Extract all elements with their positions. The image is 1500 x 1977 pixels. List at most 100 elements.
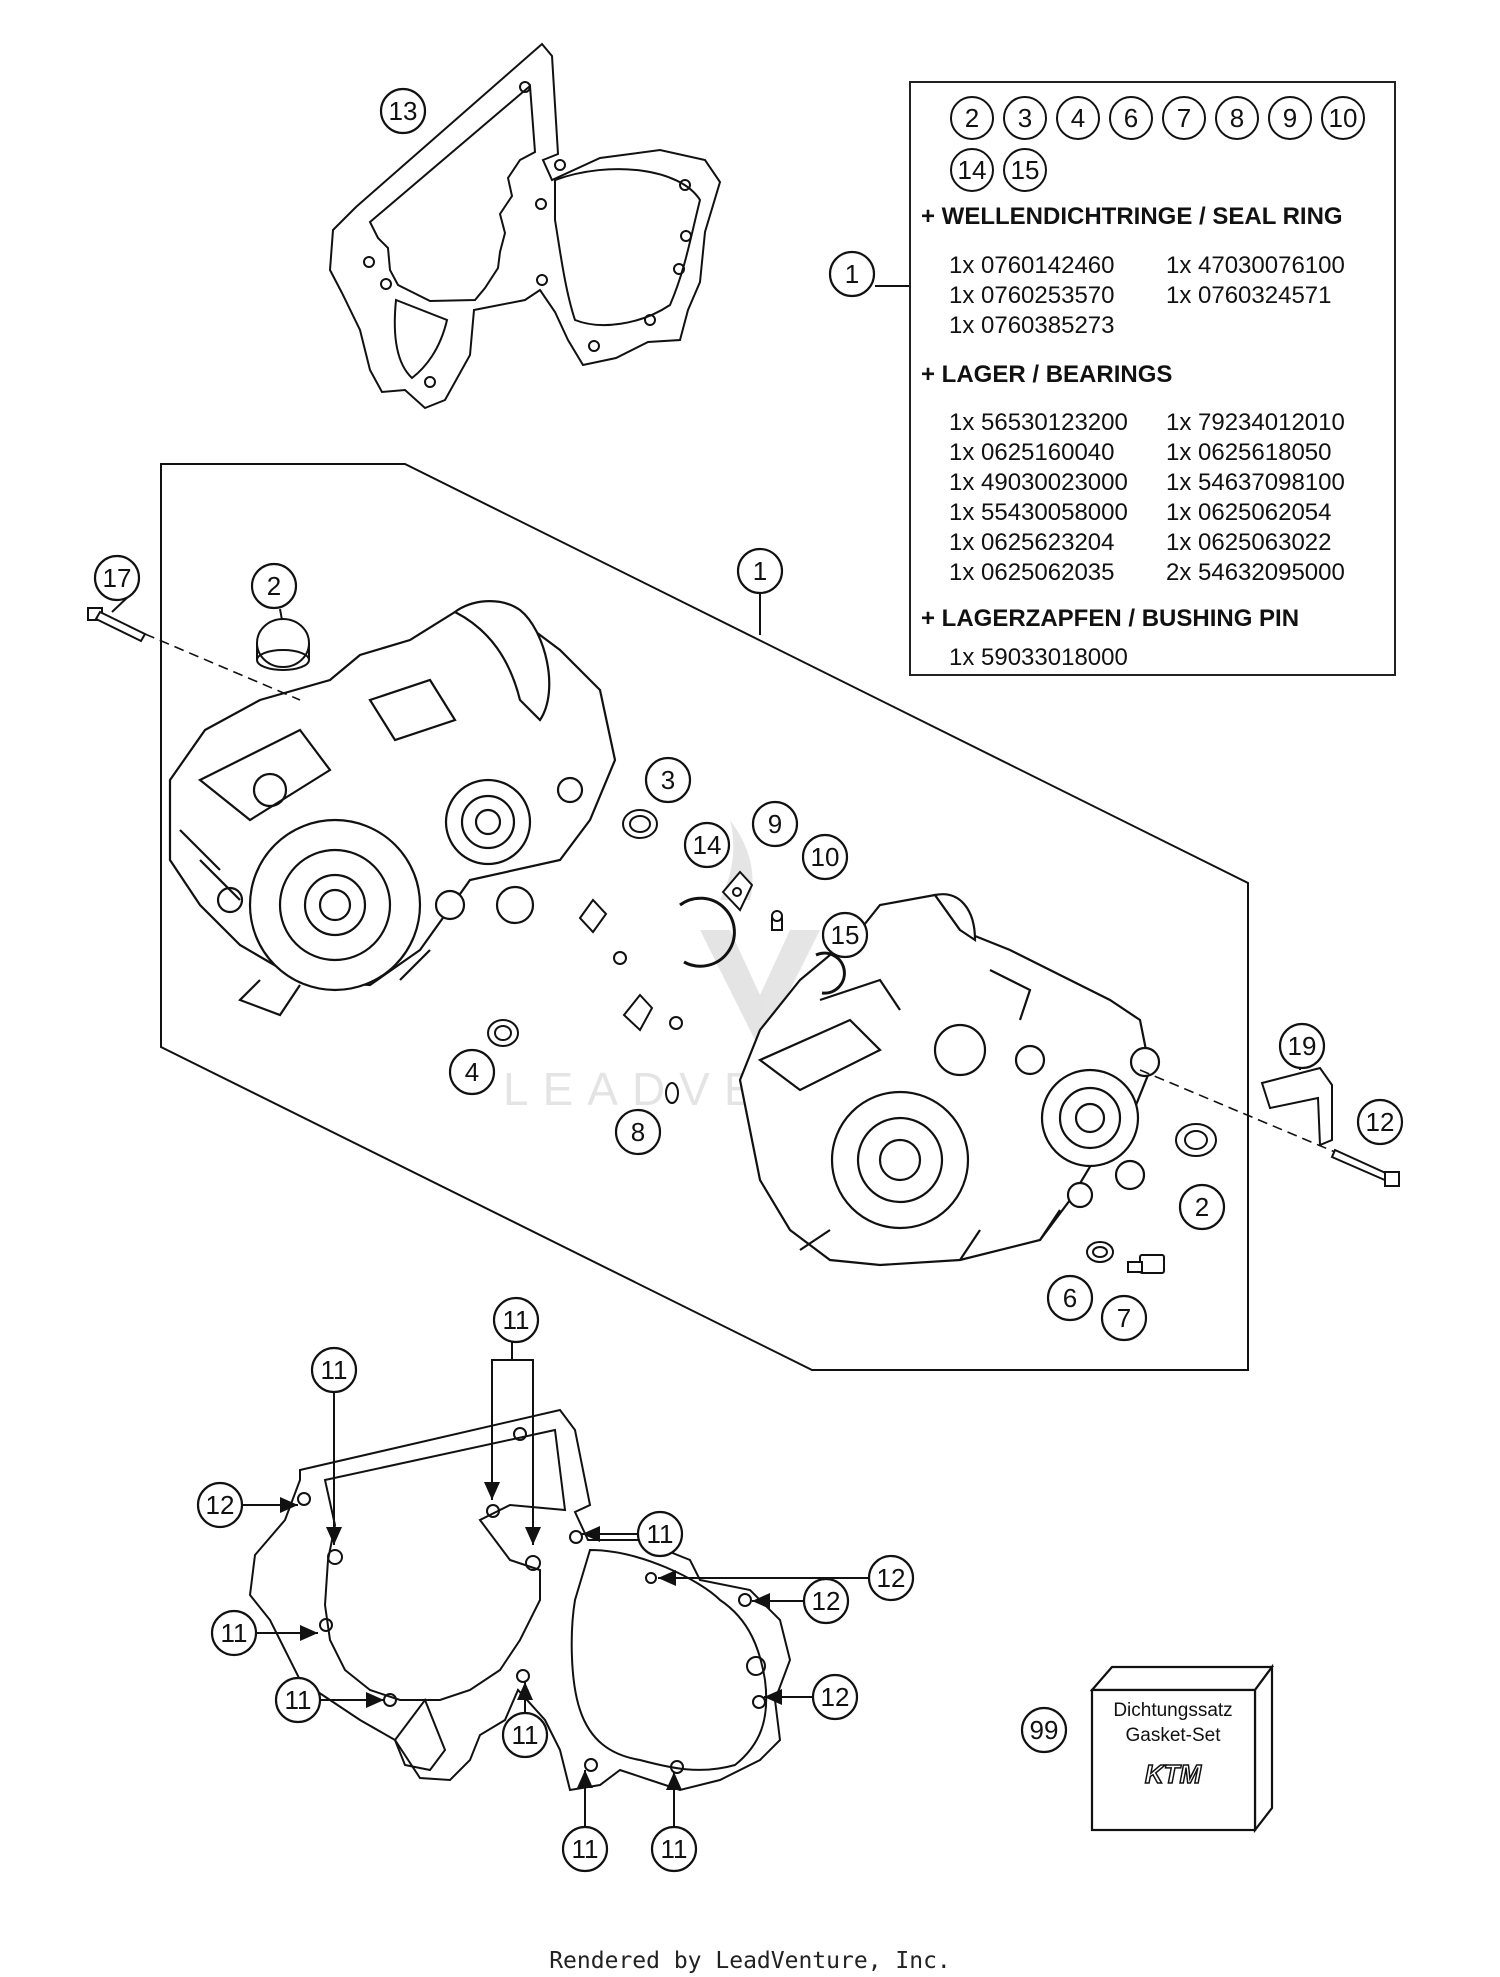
svg-text:14: 14 xyxy=(693,830,722,860)
label-17: 17 xyxy=(93,554,141,602)
ref-badge-circle xyxy=(1003,148,1047,192)
cylinder-base-gasket-13 xyxy=(328,42,722,410)
label-11-bottom-1: 11 xyxy=(561,1825,609,1873)
label-7: 7 xyxy=(1100,1294,1148,1342)
svg-text:10: 10 xyxy=(811,842,840,872)
label-11-upper-left: 11 xyxy=(310,1346,358,1394)
svg-text:99: 99 xyxy=(1030,1715,1059,1745)
label-11-right-top: 11 xyxy=(636,1510,684,1558)
reference-arrows xyxy=(243,1342,868,1826)
svg-text:11: 11 xyxy=(221,1618,248,1648)
label-4: 4 xyxy=(448,1048,496,1096)
seal-row: 1x 0760385273 xyxy=(949,312,1115,339)
svg-text:6: 6 xyxy=(1063,1283,1077,1313)
svg-text:12: 12 xyxy=(1366,1107,1395,1137)
svg-text:12: 12 xyxy=(206,1490,235,1520)
ref-badge: 9 xyxy=(1268,96,1312,140)
bushing-pin-header: + LAGERZAPFEN / BUSHING PIN xyxy=(921,605,1300,632)
svg-text:11: 11 xyxy=(503,1305,530,1335)
ref-badge-number: 14 xyxy=(958,155,987,185)
label-9: 9 xyxy=(751,800,799,848)
ref-badge-number: 7 xyxy=(1177,103,1191,133)
svg-text:17: 17 xyxy=(103,563,132,593)
ref-badge-circle xyxy=(1056,96,1100,140)
label-2-left: 2 xyxy=(250,562,298,610)
ref-badge-circle xyxy=(1109,96,1153,140)
label-12-right-1: 12 xyxy=(867,1554,915,1602)
ref-badge-circle xyxy=(1162,96,1206,140)
svg-text:19: 19 xyxy=(1288,1031,1317,1061)
render-credit: Rendered by LeadVenture, Inc. xyxy=(549,1948,951,1974)
ref-badge: 15 xyxy=(1003,148,1047,192)
label-6: 6 xyxy=(1046,1274,1094,1322)
right-crankcase-half xyxy=(738,893,1161,1267)
ref-badge-circle xyxy=(1003,96,1047,140)
svg-text:13: 13 xyxy=(389,96,418,126)
label-3: 3 xyxy=(644,756,692,804)
ref-badge: 14 xyxy=(950,148,994,192)
svg-text:3: 3 xyxy=(661,765,675,795)
label-14: 14 xyxy=(683,821,731,869)
gasket-set-brand-logo: KTM xyxy=(1145,1759,1203,1789)
bearings-header: + LAGER / BEARINGS xyxy=(921,361,1173,388)
ref-badge: 6 xyxy=(1109,96,1153,140)
label-12-right: 12 xyxy=(1356,1098,1404,1146)
seal-ring-header: + WELLENDICHTRINGE / SEAL RING xyxy=(921,203,1343,230)
ref-badge: 3 xyxy=(1003,96,1047,140)
label-10: 10 xyxy=(801,833,849,881)
crankcase-group-frame xyxy=(160,463,1249,1371)
svg-text:11: 11 xyxy=(285,1685,312,1715)
bushing-pin-list: 1x 59033018000 xyxy=(949,643,1166,673)
ref-badge-circle xyxy=(950,148,994,192)
svg-text:1: 1 xyxy=(845,259,859,289)
label-1: 1 xyxy=(736,547,784,595)
ref-badge: 4 xyxy=(1056,96,1100,140)
label-2-right: 2 xyxy=(1178,1183,1226,1231)
label-11-top: 11 xyxy=(492,1296,540,1344)
svg-text:12: 12 xyxy=(821,1682,850,1712)
label-19: 19 xyxy=(1278,1022,1326,1070)
ref-badge-number: 2 xyxy=(965,103,979,133)
svg-text:12: 12 xyxy=(812,1586,841,1616)
svg-text:8: 8 xyxy=(631,1117,645,1147)
svg-text:11: 11 xyxy=(572,1834,599,1864)
label-11-lower-left: 11 xyxy=(274,1676,322,1724)
ref-badge-circle xyxy=(1321,96,1365,140)
ref-badge: 7 xyxy=(1162,96,1206,140)
ref-badge: 2 xyxy=(950,96,994,140)
label-11-bottom-center: 11 xyxy=(501,1711,549,1759)
ref-badge-number: 8 xyxy=(1230,103,1244,133)
callout-labels: 13 1 1 17 2 3 9 14 10 15 4 8 19 12 2 6 7… xyxy=(93,87,1404,1873)
ref-badge-circle xyxy=(950,96,994,140)
svg-text:12: 12 xyxy=(877,1563,906,1593)
left-crankcase-half xyxy=(168,600,617,1017)
svg-text:11: 11 xyxy=(661,1834,688,1864)
ref-badge-number: 9 xyxy=(1283,103,1297,133)
label-15: 15 xyxy=(821,911,869,959)
label-99: 99 xyxy=(1020,1706,1068,1754)
label-12-left: 12 xyxy=(196,1481,244,1529)
ref-badge-number: 10 xyxy=(1329,103,1358,133)
ref-badge-number: 15 xyxy=(1011,155,1040,185)
ref-badge-number: 6 xyxy=(1124,103,1138,133)
label-11-bottom-2: 11 xyxy=(650,1825,698,1873)
ref-badge-circle xyxy=(1215,96,1259,140)
svg-text:15: 15 xyxy=(831,920,860,950)
gasket-set-line2: Gasket-Set xyxy=(1125,1725,1221,1746)
svg-text:9: 9 xyxy=(768,809,782,839)
label-13: 13 xyxy=(379,87,427,135)
svg-text:2: 2 xyxy=(267,571,281,601)
